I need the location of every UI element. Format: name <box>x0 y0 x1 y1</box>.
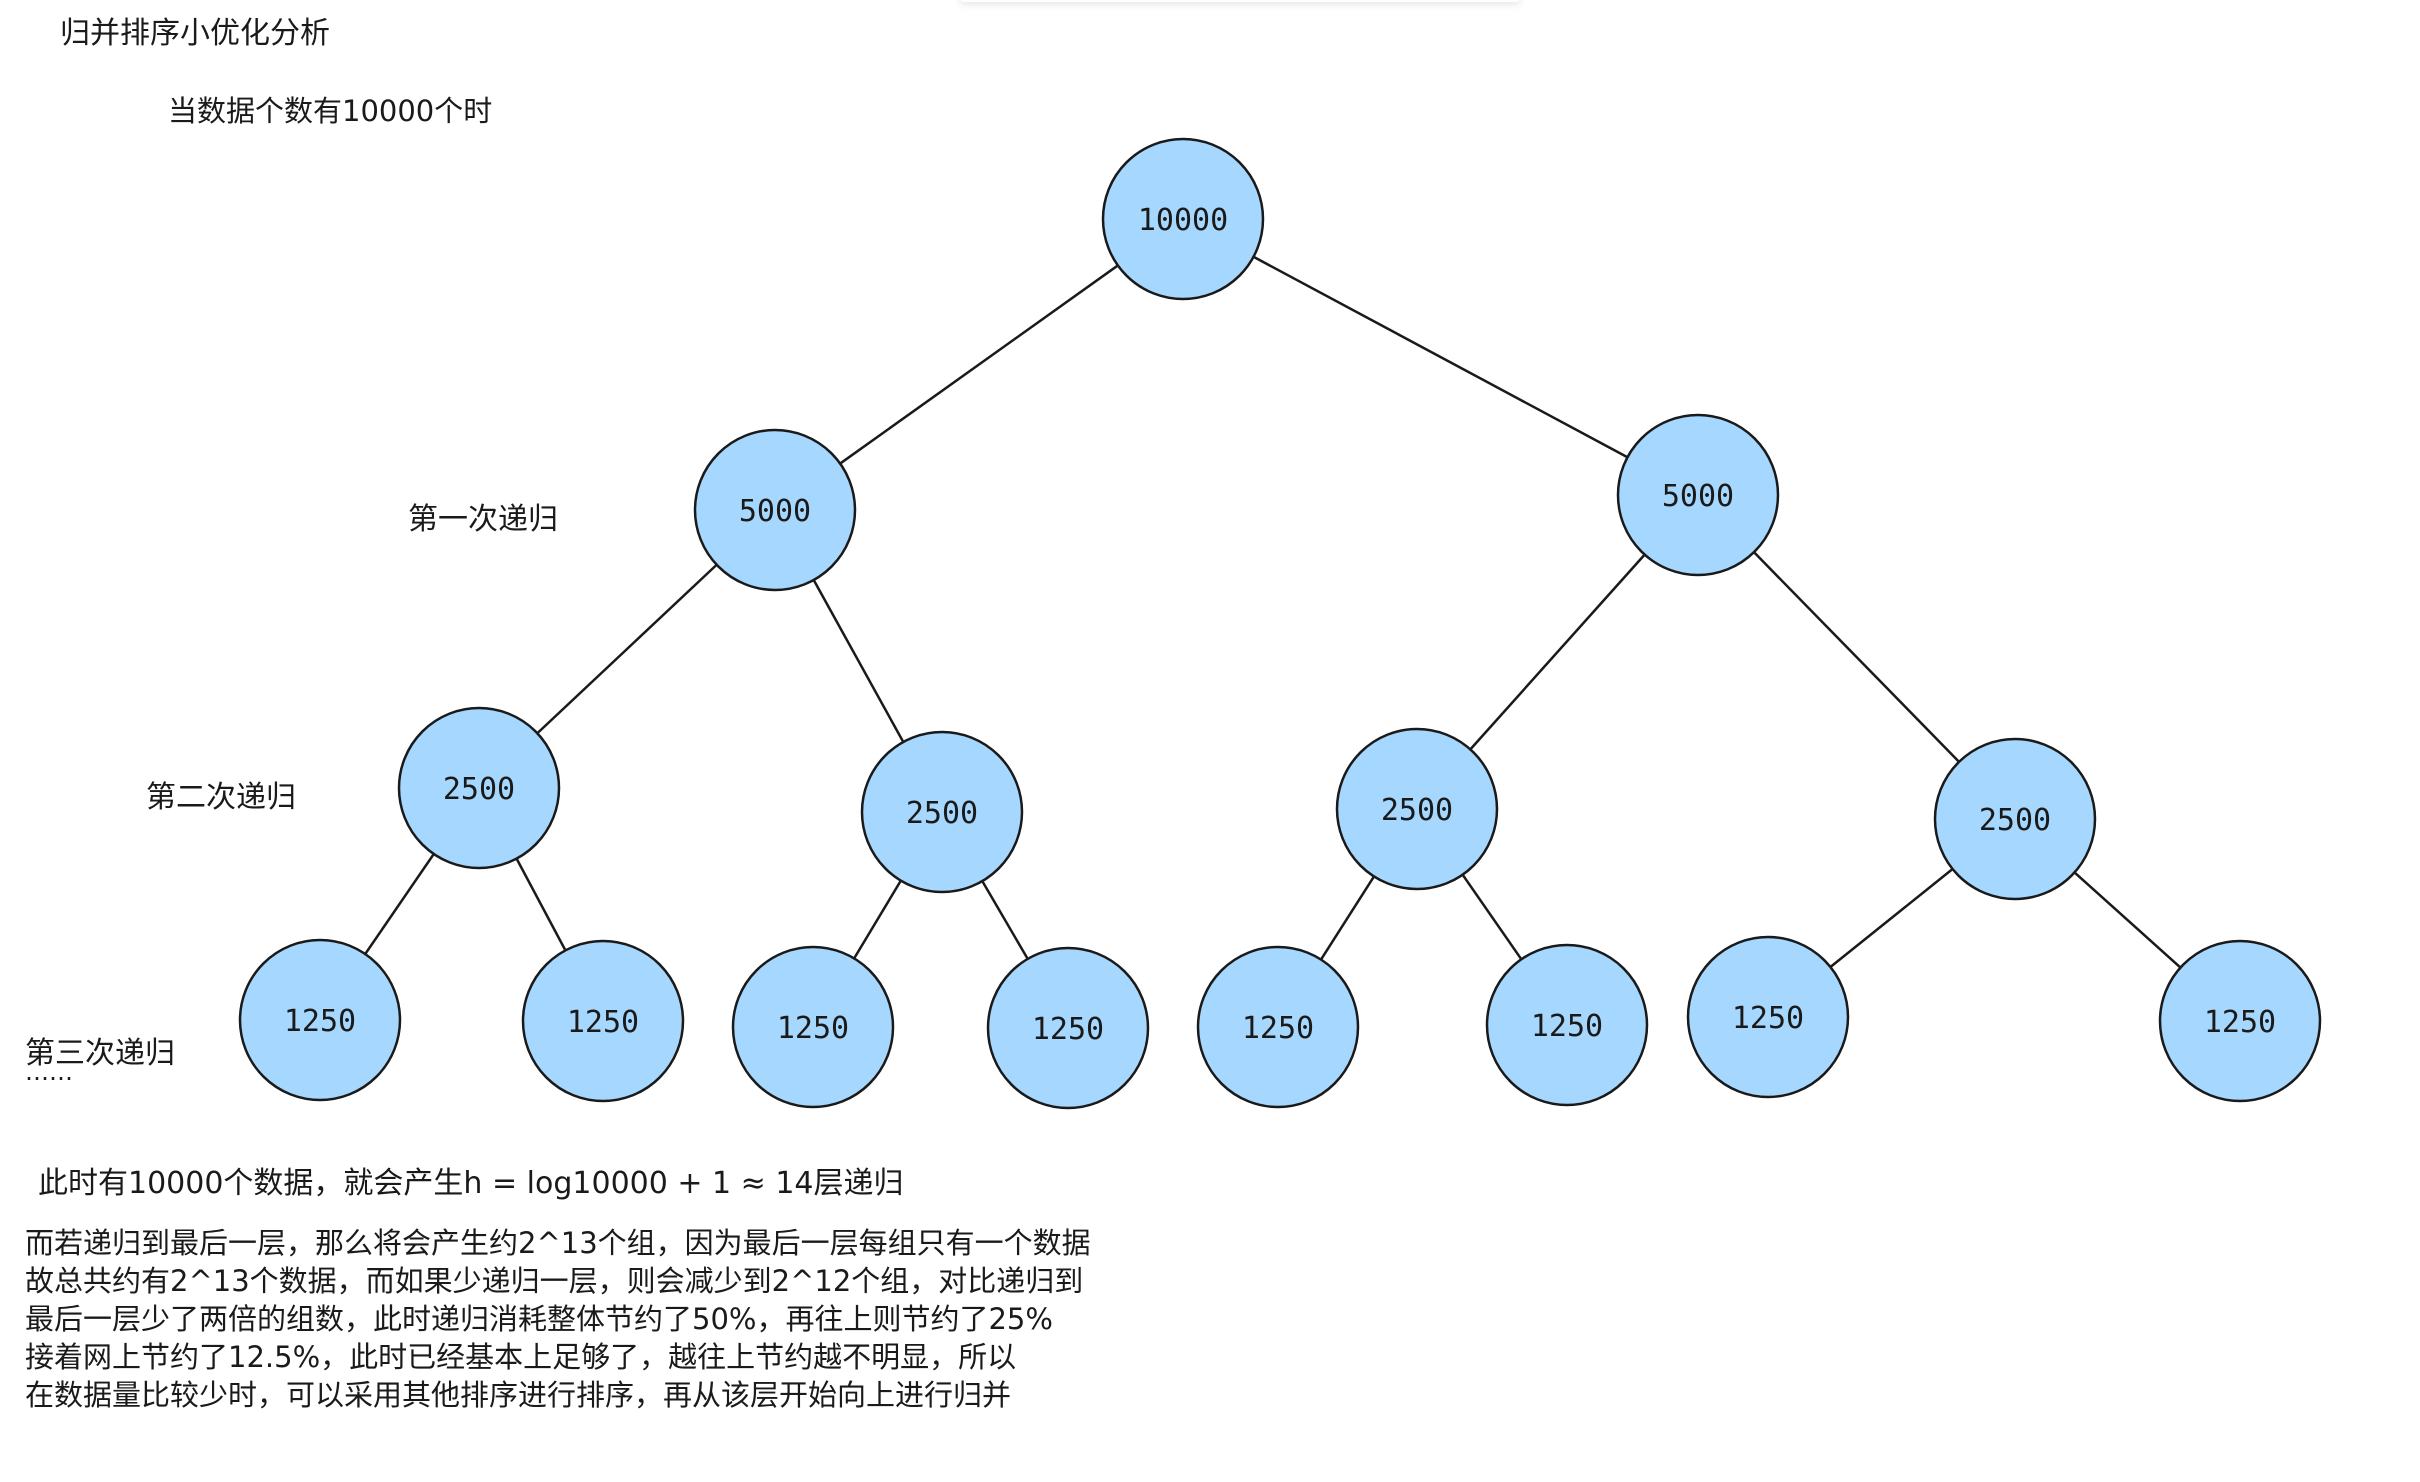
tree-node-circle <box>1933 737 2097 901</box>
tree-nodes: 10000 5000 5000 2500 2500 2500 2500 1250 1250 125… <box>238 137 2322 1110</box>
analysis-line-3: 最后一层少了两倍的组数，此时递归消耗整体节约了50%，再往上则节约了25% <box>25 1302 1053 1336</box>
level-label-more: …… <box>25 1058 73 1086</box>
level-label-third: 第三次递归 <box>25 1036 175 1071</box>
tree-edge <box>1829 868 1954 968</box>
diagram-subtitle: 当数据个数有10000个时 <box>168 94 493 128</box>
tree-node-circle <box>693 428 857 592</box>
tree-node-level3-0: 1250 <box>238 938 402 1102</box>
tree-node-level3-1: 1250 <box>521 939 685 1103</box>
tree-edge <box>981 880 1029 960</box>
tree-node-value: 1250 <box>2204 1005 2276 1040</box>
tree-edges <box>364 255 2182 969</box>
tree-node-level2-3: 2500 <box>1933 737 2097 901</box>
level-label-first: 第一次递归 <box>408 502 558 537</box>
tree-node-circle <box>1335 727 1499 891</box>
tree-node-circle <box>2158 939 2322 1103</box>
tree-node-circle <box>1616 413 1780 577</box>
analysis-line-2: 故总共约有2^13个数据，而如果少递归一层，则会减少到2^12个组，对比递归到 <box>25 1264 1084 1298</box>
tree-node-circle <box>731 945 895 1109</box>
analysis-paragraph: 而若递归到最后一层，那么将会产生约2^13个组，因为最后一层每组只有一个数据 故… <box>25 1224 1091 1414</box>
tree-edge <box>1252 255 1629 459</box>
tree-node-value: 1250 <box>284 1004 356 1039</box>
tree-node-level3-7: 1250 <box>2158 939 2322 1103</box>
tree-node-level3-5: 1250 <box>1485 943 1649 1107</box>
tree-edge <box>2073 871 2182 969</box>
tree-edge <box>536 563 718 735</box>
tree-node-level2-0: 2500 <box>397 706 561 870</box>
tree-node-circle <box>1101 137 1265 301</box>
tree-edge <box>853 879 902 960</box>
tree-edge <box>839 264 1119 465</box>
tree-node-level2-1: 2500 <box>860 730 1024 894</box>
tree-node-circle <box>1196 945 1360 1109</box>
tree-node-circle <box>1686 935 1850 1099</box>
tree-node-value: 1250 <box>1531 1009 1603 1044</box>
recursion-depth-formula: 此时有10000个数据，就会产生h = log10000 + 1 ≈ 14层递归 <box>38 1166 904 1201</box>
tree-node-circle <box>521 939 685 1103</box>
tree-edge <box>1469 553 1646 751</box>
tree-edge <box>515 858 567 951</box>
tree-node-level3-2: 1250 <box>731 945 895 1109</box>
tree-node-level1-0: 5000 <box>693 428 857 592</box>
diagram-title: 归并排序小优化分析 <box>60 16 330 51</box>
tree-node-value: 1250 <box>1032 1012 1104 1047</box>
tree-node-value: 1250 <box>777 1011 849 1046</box>
tree-node-circle <box>860 730 1024 894</box>
analysis-line-4: 接着网上节约了12.5%，此时已经基本上足够了，越往上节约越不明显，所以 <box>25 1340 1017 1374</box>
tree-node-value: 5000 <box>1662 479 1734 514</box>
analysis-line-1: 而若递归到最后一层，那么将会产生约2^13个组，因为最后一层每组只有一个数据 <box>25 1226 1091 1260</box>
tree-edge <box>364 853 435 955</box>
tree-node-value: 2500 <box>1979 803 2051 838</box>
tree-node-level1-1: 5000 <box>1616 413 1780 577</box>
tree-node-circle <box>397 706 561 870</box>
tree-edge <box>1753 551 1960 763</box>
tree-node-circle <box>238 938 402 1102</box>
tree-edge <box>1319 875 1376 961</box>
tree-edge <box>812 579 905 743</box>
tree-node-value: 2500 <box>906 796 978 831</box>
tree-node-circle <box>1485 943 1649 1107</box>
tree-node-value: 1250 <box>1732 1001 1804 1036</box>
analysis-line-5: 在数据量比较少时，可以采用其他排序进行排序，再从该层开始向上进行归并 <box>25 1378 1012 1412</box>
tree-edge <box>1461 873 1523 961</box>
tree-node-root-0: 10000 <box>1101 137 1265 301</box>
tree-node-level3-4: 1250 <box>1196 945 1360 1109</box>
tree-node-value: 5000 <box>739 494 811 529</box>
tree-node-value: 1250 <box>1242 1011 1314 1046</box>
tree-node-level3-3: 1250 <box>986 946 1150 1110</box>
tree-node-value: 10000 <box>1138 203 1228 238</box>
tree-node-level3-6: 1250 <box>1686 935 1850 1099</box>
tree-node-value: 2500 <box>1381 793 1453 828</box>
tree-node-circle <box>986 946 1150 1110</box>
level-label-second: 第二次递归 <box>146 780 296 815</box>
top-toolbar-shadow <box>960 0 1520 2</box>
tree-node-value: 1250 <box>567 1005 639 1040</box>
tree-node-level2-2: 2500 <box>1335 727 1499 891</box>
tree-node-value: 2500 <box>443 772 515 807</box>
